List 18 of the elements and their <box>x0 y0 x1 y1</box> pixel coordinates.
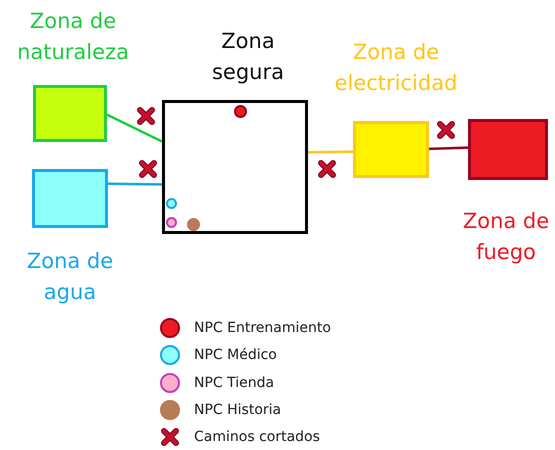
zone-label: Zona de electricidad <box>334 39 458 97</box>
connector-line <box>106 114 163 143</box>
npc-marker <box>234 105 247 118</box>
connector-line <box>108 182 162 186</box>
connector-line <box>428 146 468 150</box>
legend-text: Caminos cortados <box>194 429 320 446</box>
zone-label: Zona de agua <box>26 248 114 306</box>
legend-text: NPC Historia <box>194 402 282 418</box>
zone-label: Zona de fuego <box>462 208 550 266</box>
legend-text: NPC Médico <box>194 347 277 364</box>
zone-label: Zona segura <box>210 28 285 86</box>
legend-text: NPC Entrenamiento <box>194 320 331 336</box>
zone-label: Zona de naturaleza <box>16 8 130 66</box>
npc-marker <box>166 198 177 209</box>
legend-text: NPC Tienda <box>194 374 274 391</box>
npc-marker <box>166 217 177 228</box>
connector-line <box>308 150 354 154</box>
npc-marker <box>187 218 200 231</box>
